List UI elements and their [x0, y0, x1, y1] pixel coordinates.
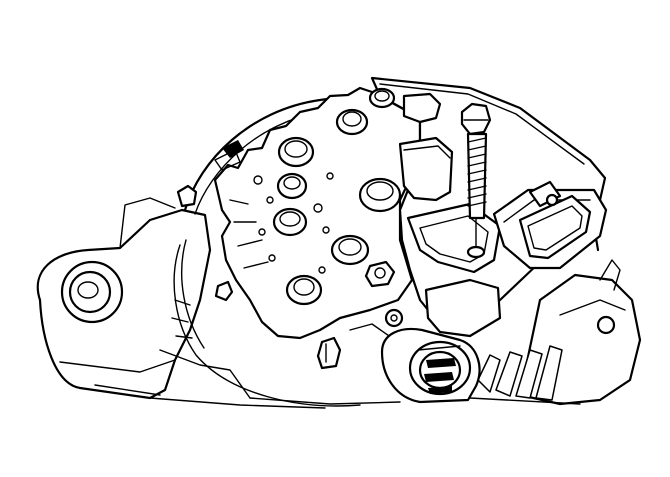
rectifier-plate	[176, 86, 422, 340]
electrical-connector	[492, 180, 608, 270]
terminal-bolt	[460, 102, 492, 259]
alternator-housing	[36, 94, 642, 409]
regulator-bracket	[349, 76, 607, 339]
mounting-ear	[60, 260, 124, 324]
cooling-fins	[469, 345, 581, 405]
pulley-shaft	[316, 327, 481, 404]
